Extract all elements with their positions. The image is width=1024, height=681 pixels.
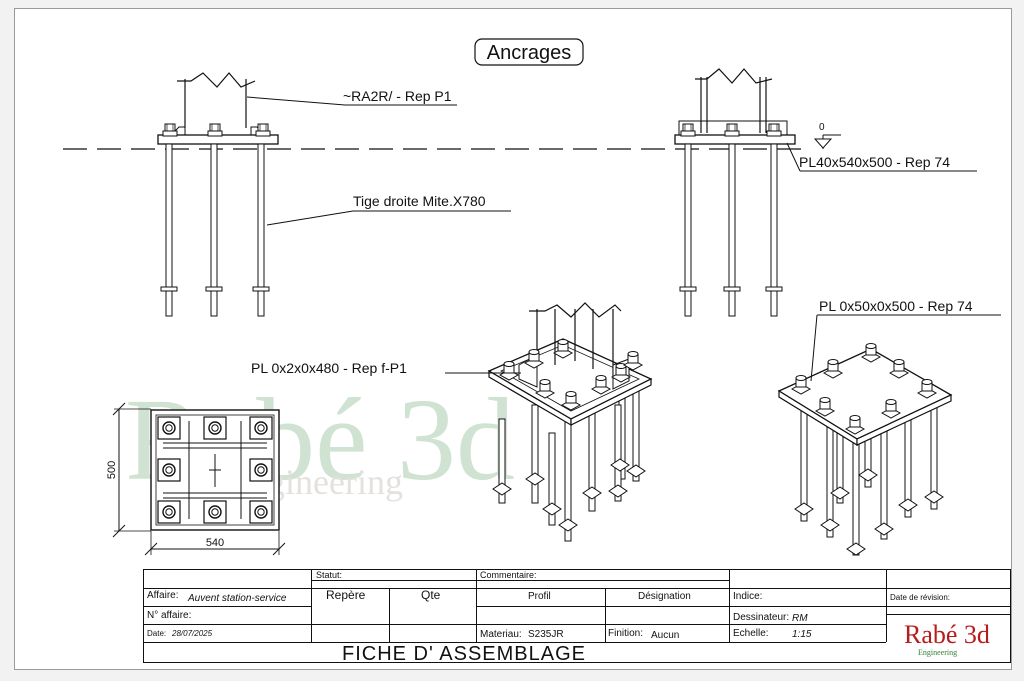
profil-header: Profil — [528, 591, 551, 602]
commentaire-label: Commentaire: — [480, 570, 537, 580]
iso-right-view — [777, 343, 953, 556]
drawing-sheet: Rabé 3d Engineering Ancrages ~RA2R/ - Re… — [14, 8, 1012, 670]
materiau-label: Materiau: — [480, 629, 522, 640]
dessinateur-label: Dessinateur: — [733, 612, 790, 623]
finition-label: Finition: — [608, 628, 644, 639]
dessinateur-value: RM — [792, 613, 808, 624]
plan-view: 500 540 — [106, 402, 286, 556]
left-elevation-view — [157, 72, 279, 317]
date-label: Date: — [147, 629, 167, 638]
affaire-label: Affaire: — [147, 590, 179, 601]
naffaire-label: N° affaire: — [147, 610, 192, 621]
label-base-plate-rep-74: PL40x540x500 - Rep 74 — [799, 154, 950, 170]
title-frame — [474, 38, 584, 66]
label-anchor-rod: Tige droite Mite.X780 — [353, 193, 486, 209]
dimension-height: 500 — [106, 461, 118, 479]
materiau-value: S235JR — [528, 629, 564, 640]
elevation-marker: 0 — [813, 122, 841, 149]
echelle-value: 1:15 — [792, 629, 812, 640]
label-iso-plate-rep-fp1: PL 0x2x0x480 - Rep f-P1 — [251, 360, 407, 376]
designation-header: Désignation — [638, 591, 691, 602]
dimension-width: 540 — [206, 537, 224, 549]
echelle-label: Echelle: — [733, 628, 769, 639]
sheet-title: FICHE D' ASSEMBLAGE — [342, 643, 586, 665]
drawing-title: Ancrages — [487, 42, 572, 64]
date-revision-label: Date de révision: — [890, 593, 951, 602]
logo-subtext: Engineering — [918, 648, 958, 657]
statut-label: Statut: — [316, 570, 343, 580]
date-value: 28/07/2025 — [172, 629, 213, 638]
qte-header: Qte — [421, 588, 441, 602]
indice-label: Indice: — [733, 591, 763, 602]
company-logo: Rabé 3d Engineering — [904, 620, 1006, 660]
elevation-value: 0 — [819, 122, 825, 133]
finition-value: Aucun — [651, 630, 680, 641]
right-elevation-view — [674, 68, 796, 317]
repere-header: Repère — [326, 588, 366, 602]
iso-left-view — [487, 302, 653, 542]
affaire-value: Auvent station-service — [188, 593, 287, 604]
title-block: Affaire: Auvent station-service N° affai… — [143, 569, 1011, 665]
logo-text: Rabé 3d — [904, 620, 990, 649]
label-iso-plate-rep-74: PL 0x50x0x500 - Rep 74 — [819, 298, 973, 314]
label-profile-rep-p1: ~RA2R/ - Rep P1 — [343, 88, 452, 104]
assembly-drawing: Rabé 3d Engineering Ancrages ~RA2R/ - Re… — [63, 38, 1001, 556]
